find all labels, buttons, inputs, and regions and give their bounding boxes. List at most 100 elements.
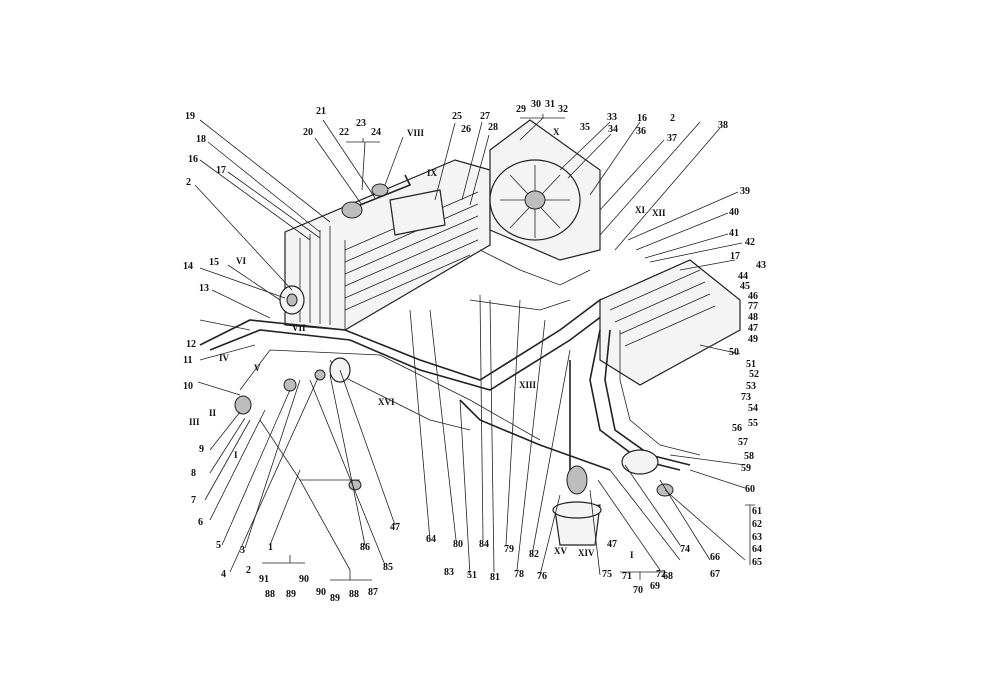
callout-3: 3: [240, 545, 245, 556]
callout-11: 11: [183, 355, 193, 366]
callout-37: 37: [667, 133, 677, 144]
callout-32: 32: [558, 104, 568, 115]
injection-pump: [589, 259, 741, 471]
callout-57: 57: [738, 437, 748, 448]
callout-XV: XV: [554, 546, 567, 556]
callout-91: 91: [259, 574, 269, 585]
bottom-filter: [552, 360, 602, 546]
callout-65: 65: [752, 557, 762, 568]
callout-40: 40: [729, 207, 739, 218]
left-fittings: [234, 357, 362, 491]
callout-81: 81: [490, 572, 500, 583]
callout-43: 43: [756, 260, 766, 271]
callout-22: 22: [339, 127, 349, 138]
callout-72: 72: [656, 569, 666, 580]
callout-14: 14: [183, 261, 193, 272]
callout-56: 56: [732, 423, 742, 434]
callout-18: 18: [196, 134, 206, 145]
callout-36: 36: [636, 126, 646, 137]
callout-4: 4: [221, 569, 226, 580]
callout-XIII: XIII: [519, 380, 537, 390]
callout-60: 60: [745, 484, 755, 495]
callout-53: 53: [746, 381, 756, 392]
callout-89b: 89: [330, 593, 340, 604]
callout-2b: 2: [246, 565, 251, 576]
callout-2a: 2: [186, 177, 191, 188]
callout-5: 5: [216, 540, 221, 551]
left-filter: [279, 285, 305, 315]
callout-80: 80: [453, 539, 463, 550]
callout-71: 71: [622, 571, 632, 582]
callout-I-bottom: I: [630, 550, 634, 560]
callout-XI: XI: [635, 205, 646, 215]
callout-66: 66: [710, 552, 720, 563]
callout-59: 59: [741, 463, 751, 474]
callout-9: 9: [199, 444, 204, 455]
cooling-fan: [489, 119, 601, 261]
callout-15: 15: [209, 257, 219, 268]
callout-47c: 47: [748, 323, 758, 334]
callout-70: 70: [633, 585, 643, 596]
callout-41: 41: [729, 228, 739, 239]
callout-29: 29: [516, 104, 526, 115]
callout-17b: 17: [730, 251, 740, 262]
callout-2c: 2: [670, 113, 675, 124]
callout-86: 86: [360, 542, 370, 553]
callout-84: 84: [479, 539, 489, 550]
callout-55: 55: [748, 418, 758, 429]
callout-VIII: VIII: [407, 128, 425, 138]
callout-XIV: XIV: [578, 548, 595, 558]
callout-1a: 1: [268, 542, 273, 553]
callout-16a: 16: [188, 154, 198, 165]
radiator: [284, 159, 491, 331]
callout-IX: IX: [427, 168, 438, 178]
callout-38: 38: [718, 120, 728, 131]
callout-27: 27: [480, 111, 490, 122]
callout-31: 31: [545, 99, 555, 110]
callout-87: 87: [368, 587, 378, 598]
callout-XII: XII: [652, 208, 666, 218]
callout-89a: 89: [286, 589, 296, 600]
callout-16b: 16: [637, 113, 647, 124]
callout-75: 75: [602, 569, 612, 580]
callout-90a: 90: [299, 574, 309, 585]
top-filter: [341, 174, 446, 236]
callout-78: 78: [514, 569, 524, 580]
callout-83: 83: [444, 567, 454, 578]
callout-63: 63: [752, 532, 762, 543]
leader-lines: [194, 114, 755, 581]
callout-25: 25: [452, 111, 462, 122]
callout-21: 21: [316, 106, 326, 117]
callout-34: 34: [608, 124, 618, 135]
callout-67: 67: [710, 569, 720, 580]
callout-49: 49: [748, 334, 758, 345]
callout-61: 61: [752, 506, 762, 517]
callout-42: 42: [745, 237, 755, 248]
callout-76: 76: [537, 571, 547, 582]
callout-12: 12: [186, 339, 196, 350]
callout-30: 30: [531, 99, 541, 110]
callout-85: 85: [383, 562, 393, 573]
callout-82: 82: [529, 549, 539, 560]
callout-6: 6: [198, 517, 203, 528]
callout-90b: 90: [316, 587, 326, 598]
callout-50: 50: [729, 347, 739, 358]
callout-I-left: I: [234, 450, 238, 460]
callout-19: 19: [185, 111, 195, 122]
callout-88b: 88: [349, 589, 359, 600]
callout-45: 45: [740, 281, 750, 292]
callout-58: 58: [744, 451, 754, 462]
callout-48: 48: [748, 312, 758, 323]
callout-35: 35: [580, 122, 590, 133]
callout-52: 52: [749, 369, 759, 380]
callout-46: 46: [748, 291, 758, 302]
callout-26: 26: [461, 124, 471, 135]
callout-68: 68: [663, 571, 673, 582]
callout-28: 28: [488, 122, 498, 133]
callout-51b: 51: [746, 359, 756, 370]
callout-17a: 17: [216, 165, 226, 176]
callout-64b: 64: [752, 544, 762, 555]
callout-74: 74: [680, 544, 690, 555]
callout-X: X: [553, 127, 560, 137]
